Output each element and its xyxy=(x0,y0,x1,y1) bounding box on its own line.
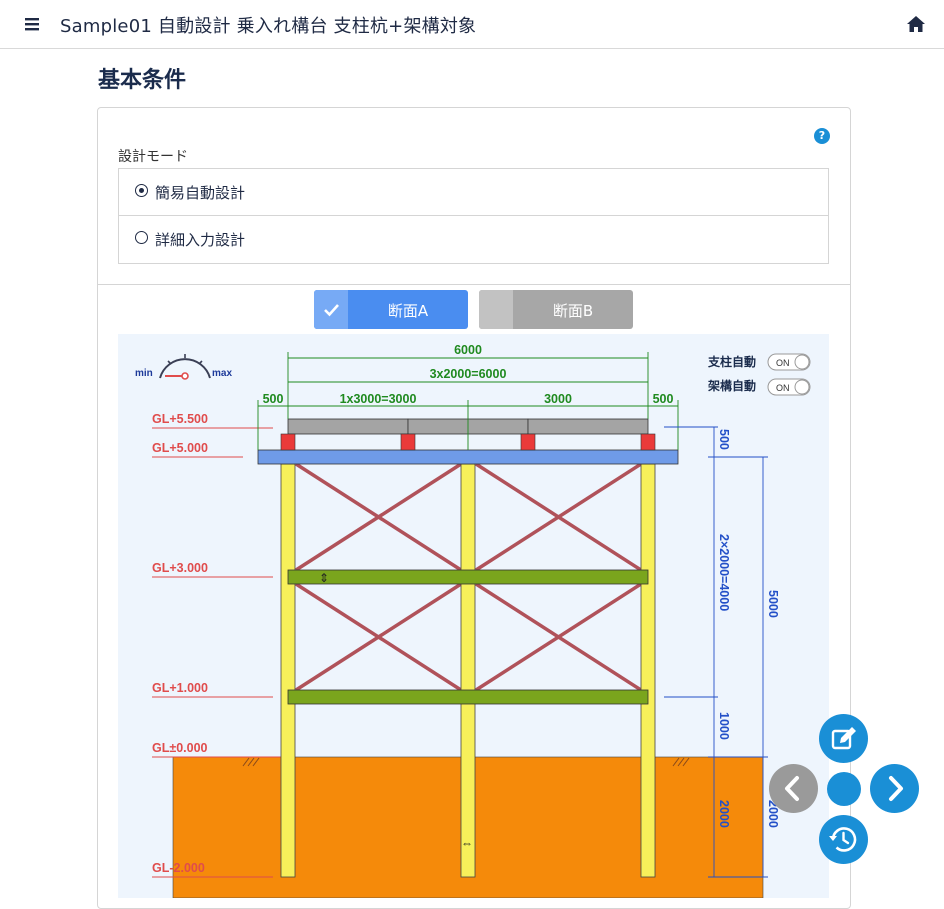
horizontal-member-lower[interactable] xyxy=(287,689,649,705)
edit-icon xyxy=(831,727,856,750)
tab-label: 断面B xyxy=(552,302,594,320)
history-button[interactable] xyxy=(819,815,868,864)
dim-span: 3x2000=6000 xyxy=(430,367,507,381)
history-icon xyxy=(829,827,857,852)
level-label: GL+5.500 xyxy=(152,412,208,426)
gauge-min-label: min xyxy=(135,368,153,379)
main-beam xyxy=(257,449,679,465)
gauge-icon[interactable] xyxy=(159,354,211,380)
radio-detailed-input-design[interactable]: 詳細入力設計 xyxy=(119,216,828,262)
tab-section-a[interactable]: 断面A xyxy=(314,290,468,329)
dim-total-height: 5000 xyxy=(766,590,780,618)
dim-right-overhang: 500 xyxy=(653,392,674,406)
previous-button[interactable] xyxy=(769,764,818,813)
deck-panel xyxy=(287,418,409,435)
home-icon[interactable] xyxy=(906,14,926,34)
dim-embed-depth: 2000 xyxy=(717,800,731,828)
level-label: GL+5.000 xyxy=(152,441,208,455)
toggle-label-frame-auto: 架構自動 xyxy=(707,378,756,393)
radio-simple-auto-design[interactable]: 簡易自動設計 xyxy=(119,169,828,216)
ground-hatch-icon xyxy=(242,757,690,767)
top-bar: Sample01 自動設計 乗入れ構台 支柱杭+架構対象 xyxy=(0,0,944,49)
dim-left-span: 1x3000=3000 xyxy=(340,392,417,406)
bearing-block xyxy=(280,433,296,451)
radio-label: 簡易自動設計 xyxy=(155,184,246,202)
divider xyxy=(98,284,850,285)
tab-label: 断面A xyxy=(387,302,429,320)
gauge-max-label: max xyxy=(212,368,232,379)
help-icon[interactable]: ? xyxy=(814,128,830,144)
level-label: GL+3.000 xyxy=(152,561,208,575)
check-icon xyxy=(314,290,348,329)
toggle-post-auto[interactable]: ON xyxy=(767,353,811,371)
horizontal-adjust-icon[interactable]: ⇔ xyxy=(461,836,473,850)
bearing-block xyxy=(520,433,536,451)
toggle-value: ON xyxy=(776,383,790,393)
level-label: GL±0.000 xyxy=(152,741,208,755)
design-mode-radio-group: 簡易自動設計 詳細入力設計 xyxy=(118,168,829,264)
vertical-adjust-icon[interactable]: ⇕ xyxy=(319,571,329,585)
edit-button[interactable] xyxy=(819,714,868,763)
page-title: 基本条件 xyxy=(98,68,187,93)
level-label: GL-2.000 xyxy=(152,861,205,875)
tab-section-b[interactable]: 断面B xyxy=(479,290,633,329)
app-title: Sample01 自動設計 乗入れ構台 支柱杭+架構対象 xyxy=(60,16,477,37)
basic-conditions-card: ? 設計モード 簡易自動設計 詳細入力設計 断面A 断面B xyxy=(97,107,851,909)
deck-panel xyxy=(527,418,649,435)
post-middle[interactable] xyxy=(460,463,476,878)
toggle-label-post-auto: 支柱自動 xyxy=(707,354,756,369)
level-label: GL+1.000 xyxy=(152,681,208,695)
horizontal-member-upper[interactable] xyxy=(287,569,649,585)
dim-deck-height: 500 xyxy=(717,429,731,450)
next-button[interactable] xyxy=(870,764,919,813)
section-diagram: GL+5.500 GL+5.000 GL+3.000 GL+1.000 GL±0… xyxy=(118,334,829,898)
post-right[interactable] xyxy=(640,463,656,878)
design-mode-label: 設計モード xyxy=(118,149,188,165)
dim-left-overhang: 500 xyxy=(263,392,284,406)
radio-unchecked-icon xyxy=(135,231,148,244)
toggle-frame-auto[interactable]: ON xyxy=(767,378,811,396)
toggle-value: ON xyxy=(776,358,790,368)
radio-label: 詳細入力設計 xyxy=(155,231,246,249)
chevron-left-icon xyxy=(785,776,799,801)
bearing-block xyxy=(640,433,656,451)
post-left[interactable] xyxy=(280,463,296,878)
bearing-block xyxy=(400,433,416,451)
dim-bracing-height: 2×2000=4000 xyxy=(717,534,731,611)
chevron-right-icon xyxy=(889,776,903,801)
hamburger-menu-icon[interactable] xyxy=(22,14,42,34)
current-page-indicator[interactable] xyxy=(827,772,861,806)
unchecked-box-icon xyxy=(479,290,513,329)
dim-right-span: 3000 xyxy=(544,392,572,406)
radio-checked-icon xyxy=(135,184,148,197)
dim-total-width: 6000 xyxy=(454,343,482,357)
dim-bottom-height: 1000 xyxy=(717,712,731,740)
